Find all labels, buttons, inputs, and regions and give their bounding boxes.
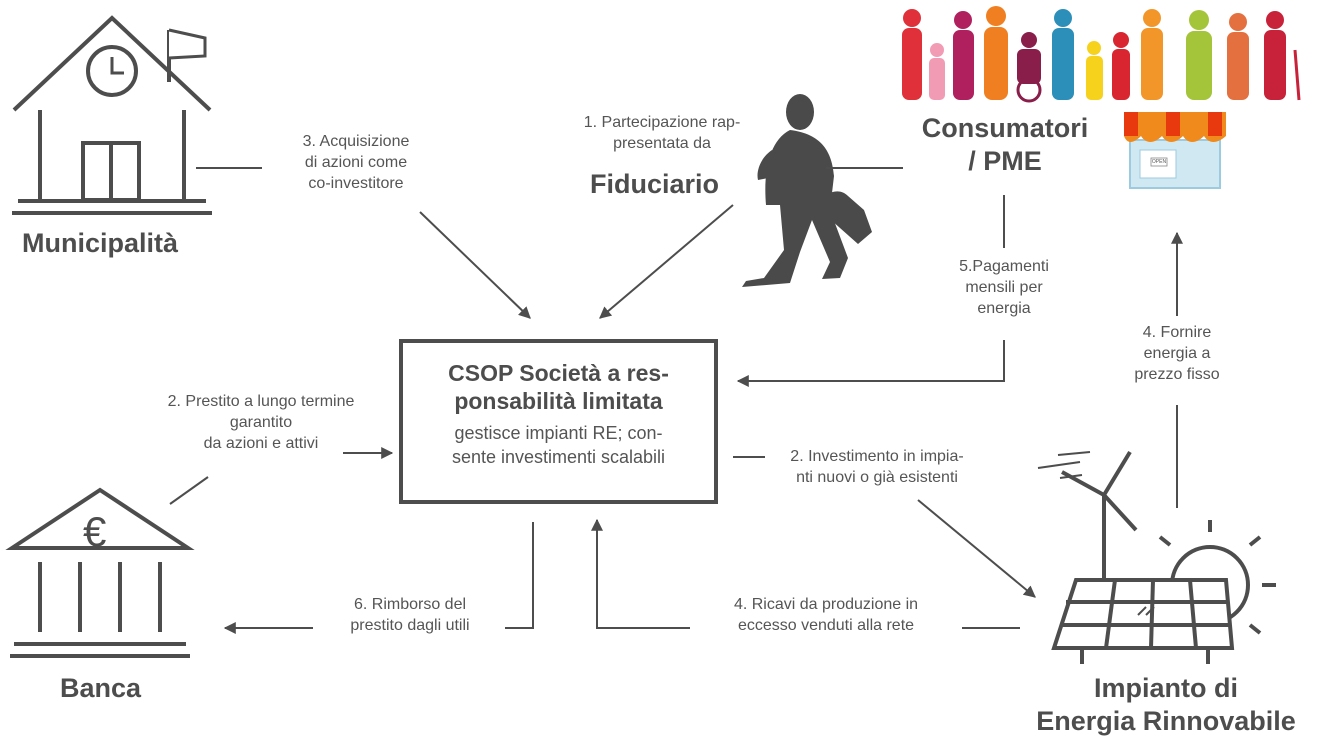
municipality-building-icon — [12, 15, 212, 215]
consumers-label-line-2: / PME — [968, 146, 1042, 176]
bank-building-icon — [5, 487, 195, 658]
euro-symbol: € — [83, 508, 107, 555]
plant-label: Impianto di Energia Rinnovabile — [1010, 672, 1322, 738]
csop-title-line-2: ponsabilità limitata — [454, 388, 663, 414]
supply-label-line-2: energia a — [1143, 345, 1211, 362]
consumers-group-icon — [902, 6, 1301, 103]
plant-label-line-2: Energia Rinnovabile — [1036, 706, 1296, 736]
revenue-label-line-2: eccesso venduti alla rete — [737, 617, 915, 634]
supply-label: 4. Fornire energia a prezzo fisso — [1116, 322, 1238, 385]
loan-label-line-2: garantito — [229, 414, 293, 431]
acquisition-label-line-1: 3. Acquisizione — [302, 133, 410, 150]
repayment-label-line-1: 6. Rimborso del — [353, 596, 467, 613]
investment-arrow — [917, 499, 1036, 598]
investment-label-line-1: 2. Investimento in impia- — [790, 448, 964, 465]
connectors — [169, 167, 1183, 634]
renewable-plant-icon — [1037, 450, 1276, 664]
participation-label-line-1: 1. Partecipazione rap- — [583, 114, 741, 131]
shop-open-sign: OPEN — [1151, 159, 1167, 165]
shop-icon — [1124, 112, 1226, 189]
consumers-label: Consumatori / PME — [905, 112, 1105, 178]
revenue-label-line-1: 4. Ricavi da produzione in — [733, 596, 919, 613]
investment-label-line-2: nti nuovi o già esistenti — [796, 469, 958, 486]
investment-label: 2. Investimento in impia- nti nuovi o gi… — [762, 446, 992, 488]
supply-label-line-1: 4. Fornire — [1142, 324, 1212, 341]
csop-company-box: CSOP Società a res- ponsabilità limitata… — [399, 339, 718, 504]
trustee-silhouette-icon — [742, 94, 872, 287]
municipality-label: Municipalità — [22, 228, 179, 258]
repayment-label: 6. Rimborso del prestito dagli utili — [318, 594, 502, 636]
participation-label: 1. Partecipazione rap- presentata da — [557, 112, 767, 154]
repayment-line — [505, 522, 534, 629]
payments-label-line-3: energia — [977, 300, 1031, 317]
loan-label-line-1: 2. Prestito a lungo termine — [167, 393, 355, 410]
revenue-label: 4. Ricavi da produzione in eccesso vendu… — [694, 594, 958, 636]
loan-label-line-3: da azioni e attivi — [203, 435, 319, 452]
consumers-label-line-1: Consumatori — [921, 113, 1089, 143]
acquisition-label-line-2: di azioni come — [304, 154, 408, 171]
payments-arrow — [736, 340, 1005, 387]
payments-label: 5.Pagamenti mensili per energia — [938, 256, 1070, 319]
revenue-arrow — [591, 518, 690, 629]
supply-label-line-3: prezzo fisso — [1134, 366, 1220, 383]
plant-label-line-1: Impianto di — [1094, 673, 1238, 703]
acquisition-label: 3. Acquisizione di azioni come co-invest… — [268, 131, 444, 194]
acquisition-label-line-3: co-investitore — [308, 175, 404, 192]
payments-label-line-2: mensili per — [965, 279, 1043, 296]
participation-arrow — [599, 204, 734, 319]
participation-label-line-2: presentata da — [613, 135, 711, 152]
acquisition-arrow — [419, 211, 531, 319]
csop-title: CSOP Società a res- ponsabilità limitata — [403, 359, 714, 415]
payments-label-line-1: 5.Pagamenti — [959, 258, 1049, 275]
bank-label: Banca — [60, 673, 142, 703]
csop-title-line-1: CSOP Società a res- — [448, 360, 669, 386]
csop-description: gestisce impianti RE; con- sente investi… — [403, 421, 714, 469]
bank-loan-connector — [169, 476, 209, 505]
csop-description-line-2: sente investimenti scalabili — [451, 447, 666, 467]
loan-label: 2. Prestito a lungo termine garantito da… — [128, 391, 394, 454]
repayment-label-line-2: prestito dagli utili — [350, 617, 470, 634]
csop-description-line-1: gestisce impianti RE; con- — [454, 423, 663, 443]
trustee-label: Fiduciario — [590, 169, 720, 199]
